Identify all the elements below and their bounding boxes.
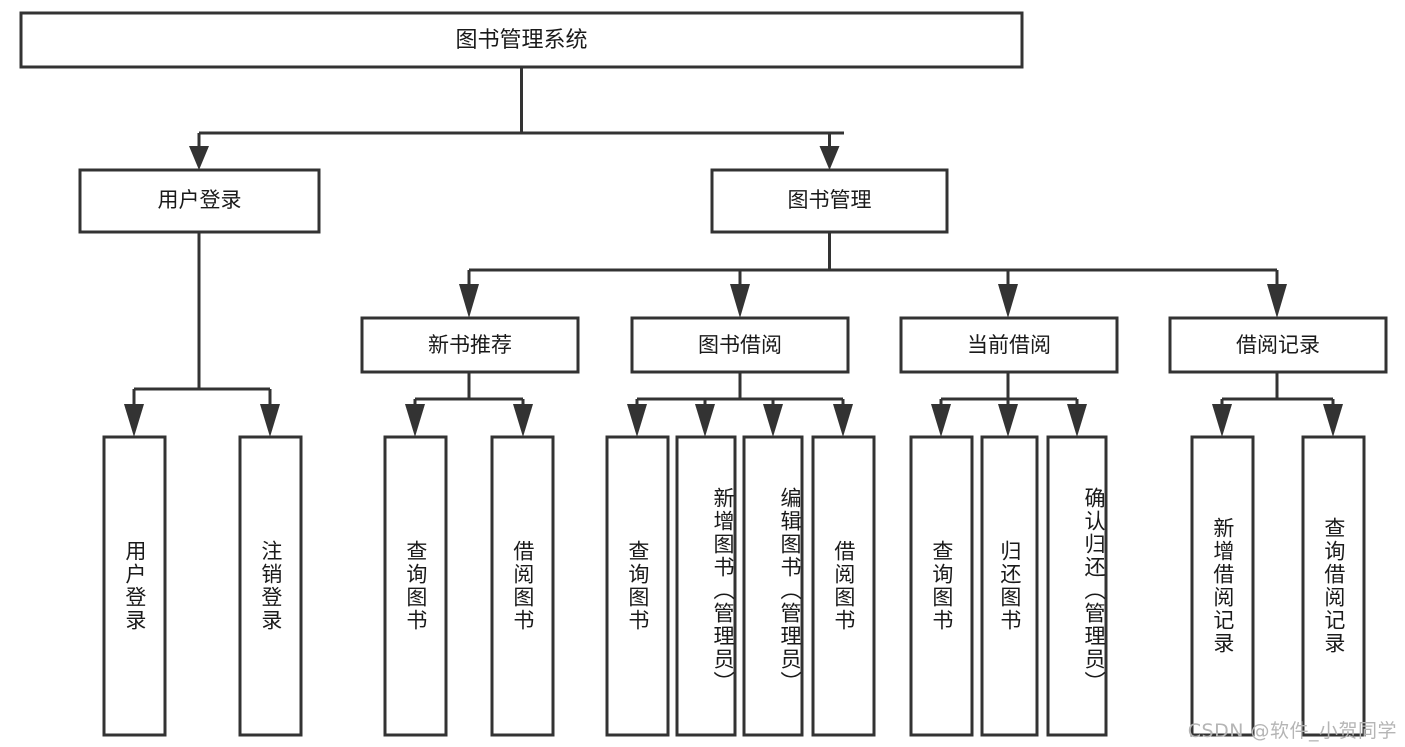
arrow-head-user-login — [189, 146, 209, 170]
arrow-head-leaf-user-login — [124, 404, 144, 437]
node-leaf-query-record-box[interactable] — [1301, 435, 1366, 737]
arrow-head-leaf-borrow-book-1 — [513, 404, 533, 437]
node-leaf-logout-box[interactable] — [238, 435, 303, 737]
node-user-login-box[interactable] — [78, 168, 321, 234]
arrow-head-leaf-edit-book — [763, 404, 783, 437]
node-book-borrow-box[interactable] — [630, 316, 850, 374]
arrow-head-leaf-borrow-book-2 — [833, 404, 853, 437]
connectors — [124, 67, 1343, 437]
arrow-head-leaf-confirm-return — [1067, 404, 1087, 437]
node-title-box[interactable] — [19, 11, 1024, 69]
arrow-head-leaf-query-book-1 — [405, 404, 425, 437]
arrow-head-leaf-logout — [260, 404, 280, 437]
arrow-head-leaf-add-book — [695, 404, 715, 437]
node-user-login-label: 用户登录 — [158, 188, 242, 212]
node-current-borrow-label: 当前借阅 — [967, 333, 1051, 357]
node-book-manage-box[interactable] — [710, 168, 949, 234]
node-borrow-record-label: 借阅记录 — [1236, 333, 1320, 357]
node-book-borrow-label: 图书借阅 — [698, 333, 782, 357]
node-title-label: 图书管理系统 — [455, 28, 587, 53]
node-leaf-return-book-box[interactable] — [980, 435, 1039, 737]
node-leaf-borrow-book-1-box[interactable] — [490, 435, 555, 737]
node-leaf-user-login-box[interactable] — [102, 435, 167, 737]
arrow-head-book-borrow — [730, 284, 750, 318]
arrow-head-leaf-add-record — [1212, 404, 1232, 437]
node-new-book-recommend-box[interactable] — [360, 316, 580, 374]
node-leaf-add-record-box[interactable] — [1190, 435, 1255, 737]
node-leaf-query-book-2-box[interactable] — [605, 435, 670, 737]
arrow-head-leaf-query-book-2 — [627, 404, 647, 437]
node-leaf-query-book-1-box[interactable] — [383, 435, 448, 737]
arrow-head-current-borrow — [998, 284, 1018, 318]
node-leaf-query-book-3-box[interactable] — [909, 435, 974, 737]
node-leaf-borrow-book-2-box[interactable] — [811, 435, 876, 737]
arrow-head-new-book-recommend — [459, 284, 479, 318]
arrow-head-leaf-query-record — [1323, 404, 1343, 437]
arrow-head-book-manage — [819, 146, 840, 170]
arrow-head-leaf-return-book — [998, 404, 1018, 437]
node-leaf-edit-book-box[interactable] — [742, 435, 804, 737]
arrow-head-leaf-query-book-3 — [931, 404, 951, 437]
node-leaf-confirm-return-box[interactable] — [1046, 435, 1108, 737]
arrow-head-borrow-record — [1267, 284, 1287, 318]
node-boxes: 图书管理系统 用户登录 图书管理 新书推荐 图书借阅 当前借阅 借阅记录 — [19, 11, 1388, 737]
node-borrow-record-box[interactable] — [1168, 316, 1388, 374]
node-new-book-recommend-label: 新书推荐 — [428, 333, 512, 357]
csdn-watermark: CSDN @软件_小贺同学 — [1187, 720, 1397, 742]
node-current-borrow-box[interactable] — [899, 316, 1119, 374]
node-leaf-add-book-box[interactable] — [675, 435, 737, 737]
node-book-manage-label: 图书管理 — [788, 188, 872, 212]
